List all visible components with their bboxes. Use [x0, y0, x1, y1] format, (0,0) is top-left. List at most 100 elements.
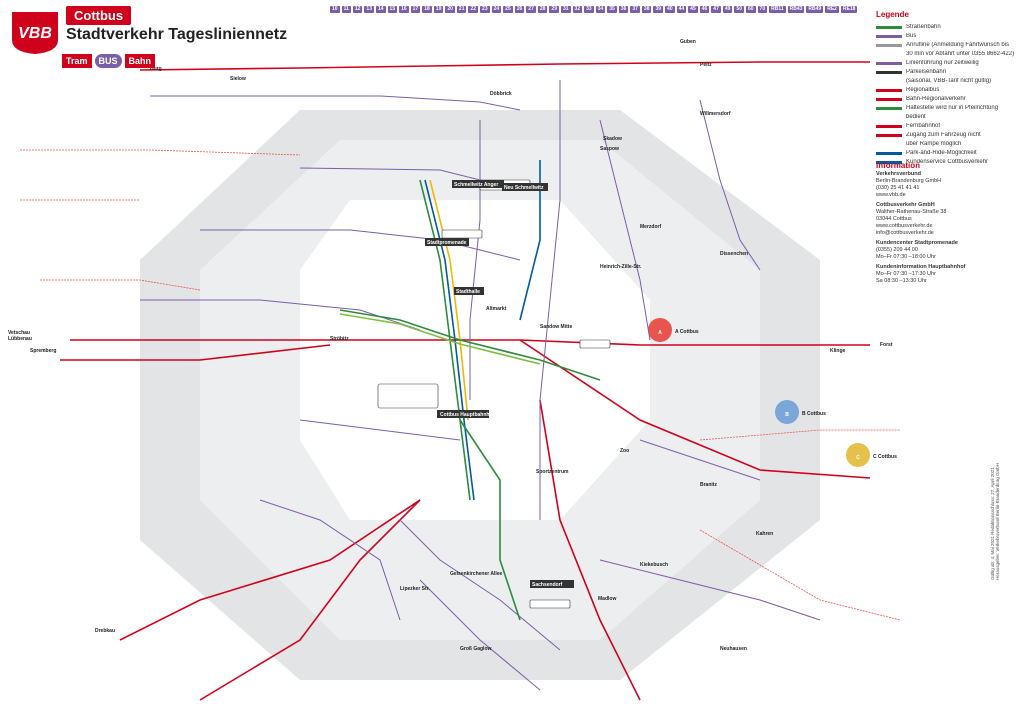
- route-chip-34: 34: [595, 6, 606, 13]
- station-altmarkt: Altmarkt: [486, 306, 507, 312]
- route-chip-10: 10: [330, 6, 340, 13]
- route-chip-22: 22: [468, 6, 479, 13]
- legend-swatch-icon: [876, 160, 902, 164]
- station-heinrich-zille-str: Heinrich-Zille-Str.: [600, 264, 642, 270]
- info-line[interactable]: www.cottbusverkehr.de: [876, 223, 933, 229]
- route-chip-16: 16: [399, 6, 409, 13]
- info-line: Mo–Fr 07:30 –18:00 Uhr: [876, 254, 936, 260]
- legend-label: Haltestelle wird nur in Pfeilrichtung: [906, 105, 999, 111]
- legend-item: Zugang zum Fahrzeug nicht: [876, 131, 1016, 139]
- mode-badges: Tram BUS Bahn: [62, 54, 156, 68]
- station-merzdorf: Merzdorf: [640, 224, 661, 230]
- zone-a-label: A Cottbus: [675, 329, 699, 335]
- legend-item: Fernbahnhof: [876, 122, 1016, 130]
- svg-text:C: C: [856, 455, 860, 461]
- route-chip-33: 33: [584, 6, 594, 13]
- credit-text: Gültig ab: 4. Mai 2021 Redaktionsschluss…: [990, 462, 1000, 580]
- station-stadthalle: Stadthalle: [456, 289, 480, 295]
- station-sachsendorf: Sachsendorf: [532, 582, 563, 588]
- dest-luebbenau: Lübbenau: [8, 336, 32, 342]
- dest-klinge: Klinge: [830, 348, 845, 354]
- station-saspow: Saspow: [600, 146, 619, 152]
- station-madlow: Madlow: [598, 596, 616, 602]
- route-chip-49: 49: [722, 6, 733, 13]
- info-line: Walther-Rathenau-Straße 38: [876, 209, 947, 215]
- legend-label: Bahn-Regionalverkehr: [906, 96, 966, 102]
- legend-swatch-icon: [876, 142, 902, 146]
- route-chip-21: 21: [456, 6, 467, 13]
- station-kahren: Kahren: [756, 531, 773, 537]
- legend-item: Regionalbus: [876, 86, 1016, 94]
- station-stadtpromenade: Stadtpromenade: [427, 240, 467, 246]
- route-chip-70: 70: [757, 6, 768, 13]
- route-chip-11: 11: [341, 6, 351, 13]
- info-block-title: Kundencenter Stadtpromenade: [876, 240, 958, 246]
- route-chip-re18: RE18: [840, 6, 858, 13]
- legend-item: Kundenservice Cottbusverkehr: [876, 158, 1016, 166]
- zone-c-icon: [846, 443, 870, 467]
- info-line: 03044 Cottbus: [876, 216, 912, 222]
- route-chip-47: 47: [711, 6, 721, 13]
- legend-item: über Rampe möglich: [876, 140, 1016, 148]
- legend-swatch-icon: [876, 70, 902, 74]
- dest-peitz: Peitz: [700, 62, 712, 68]
- route-chip-24: 24: [491, 6, 502, 13]
- route-chip-15: 15: [387, 6, 398, 13]
- legend-label: Regionalbus: [906, 87, 940, 93]
- route-chip-rb49: RB49: [806, 6, 824, 13]
- info-line: (030) 25 41 41 41: [876, 185, 920, 191]
- legend-swatch-icon: [876, 133, 902, 137]
- route-chip-28: 28: [537, 6, 548, 13]
- bahn-badge: Bahn: [124, 54, 156, 68]
- info-line[interactable]: www.vbb.de: [876, 192, 906, 198]
- dest-drebkau: Drebkau: [95, 628, 115, 634]
- route-chip-38: 38: [641, 6, 652, 13]
- legend-label: Fernbahnhof: [906, 123, 941, 129]
- route-chip-23: 23: [480, 6, 490, 13]
- legend-label: Parkeisenbahn: [906, 69, 947, 75]
- station-labels: Cottbus Hauptbahnhof Stadthalle Altmarkt…: [230, 76, 773, 652]
- legend-item: (saisonal, VBB-Tarif nicht gültig): [876, 77, 1016, 85]
- info-line[interactable]: info@cottbusverkehr.de: [876, 230, 934, 236]
- route-chip-60: 60: [745, 6, 756, 13]
- station-sielow: Sielow: [230, 76, 246, 82]
- legend-heading: Legende: [876, 10, 909, 19]
- legend-item: 30 min vor Abfahrt unter 0355 8662-422): [876, 50, 1016, 58]
- route-chip-rb11: RB11: [769, 6, 786, 13]
- tram-badge: Tram: [62, 54, 92, 68]
- legend-item: Straßenbahn: [876, 23, 1016, 31]
- dest-spremberg: Spremberg: [30, 348, 56, 354]
- info-line: Sa 08:30 –13:30 Uhr: [876, 278, 927, 284]
- legend-label: bedient: [906, 114, 926, 120]
- legend-swatch-icon: [876, 34, 902, 38]
- station-gelsenkirchener-allee: Gelsenkirchener Allee: [450, 571, 503, 577]
- bus-lines: [140, 80, 821, 691]
- info-line: Berlin-Brandenburg GmbH: [876, 178, 942, 184]
- info-line: (0355) 209 44 00: [876, 247, 918, 253]
- route-chip-12: 12: [352, 6, 363, 13]
- route-chip-13: 13: [364, 6, 374, 13]
- page-title: Stadtverkehr Tagesliniennetz: [66, 26, 288, 43]
- station-neu-schmellwitz: Neu Schmellwitz: [504, 185, 544, 191]
- legend-item: bedient: [876, 113, 1016, 121]
- station-lipezker-str: Lipezker Str.: [400, 586, 430, 592]
- station-schmellwitz-anger: Schmellwitz Anger: [454, 182, 498, 188]
- station-branitz: Branitz: [700, 482, 717, 488]
- rail-destinations: Forst Guben Peitz Drebkau Spremberg Burg…: [8, 39, 893, 652]
- route-chip-19: 19: [433, 6, 444, 13]
- legend-label: Anrufline (Anmeldung Fahrtwunsch bis: [906, 42, 1010, 48]
- route-chip-45: 45: [688, 6, 698, 13]
- route-chip-rb43: RB43: [787, 6, 805, 13]
- zone-c-label: C Cottbus: [873, 454, 897, 460]
- svg-text:A: A: [658, 330, 662, 336]
- route-chip-32: 32: [572, 6, 583, 13]
- dest-burg: Burg: [150, 66, 162, 72]
- legend-swatch-icon: [876, 52, 902, 56]
- legend-swatch-icon: [876, 106, 902, 110]
- station-willmersdorf: Willmersdorf: [700, 111, 731, 117]
- route-chip-39: 39: [653, 6, 664, 13]
- route-chip-50: 50: [734, 6, 744, 13]
